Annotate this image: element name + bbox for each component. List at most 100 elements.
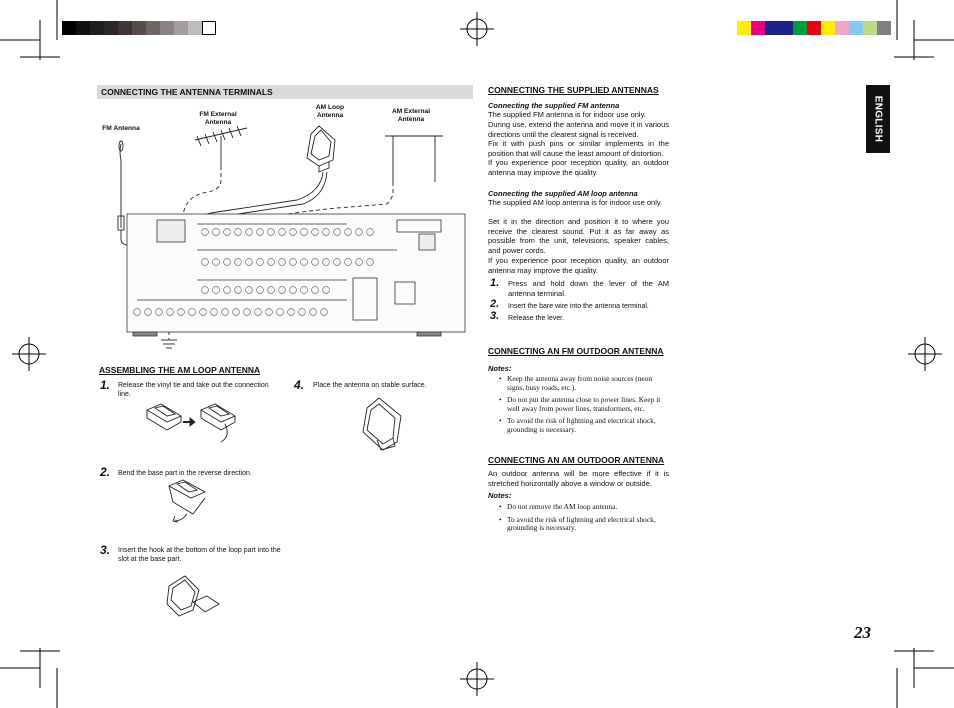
fm-note-2: Do not put the antenna close to power li… — [498, 395, 670, 413]
jack-terminal — [212, 286, 220, 294]
fm-supplied-subtitle: Connecting the supplied FM antenna — [488, 101, 620, 110]
jack-terminal — [276, 308, 284, 316]
am-outdoor-title: CONNECTING AN AM OUTDOOR ANTENNA — [488, 455, 665, 465]
gray-swatch — [62, 21, 76, 35]
language-tab: ENGLISH — [866, 85, 890, 153]
jack-terminal — [223, 228, 231, 236]
jack-terminal — [311, 286, 319, 294]
jack-terminal — [256, 286, 264, 294]
jack-terminal — [223, 286, 231, 294]
jack-terminal — [289, 228, 297, 236]
page-number: 23 — [854, 623, 871, 642]
step-3-number: 3. — [100, 543, 111, 557]
jack-terminal — [355, 228, 363, 236]
jack-terminal — [366, 228, 374, 236]
gray-swatch — [90, 21, 104, 35]
jack-terminal — [243, 308, 251, 316]
jack-terminal — [320, 308, 328, 316]
jack-terminal — [256, 258, 264, 266]
jack-terminal — [223, 258, 231, 266]
jack-terminal — [201, 228, 209, 236]
step-2-number: 2. — [100, 465, 111, 479]
jack-terminal — [133, 308, 141, 316]
jack-terminal — [344, 258, 352, 266]
jack-terminal — [309, 308, 317, 316]
fm-line-2: During use, extend the antenna and move … — [488, 120, 669, 139]
gray-swatch — [104, 21, 118, 35]
am-step-3-number: 3. — [490, 310, 500, 322]
jack-terminal — [322, 228, 330, 236]
fm-note-1: Keep the antenna away from noise sources… — [498, 374, 670, 392]
section-title-antenna-terminals: CONNECTING THE ANTENNA TERMINALS — [97, 85, 473, 99]
am-step-3-text: Release the lever. — [508, 315, 565, 322]
step-3-illustration — [166, 575, 220, 617]
language-tab-label: ENGLISH — [872, 95, 884, 143]
am-line-1: The supplied AM loop antenna is for indo… — [488, 198, 663, 207]
fm-note-3: To avoid the risk of lightning and elect… — [498, 417, 670, 434]
label-am-external: AM External Antenna — [391, 108, 431, 123]
fm-notes-list: Keep the antenna away from noise sources… — [498, 374, 670, 439]
jack-terminal — [254, 308, 262, 316]
color-swatch — [765, 21, 779, 35]
jack-terminal — [234, 228, 242, 236]
jack-terminal — [300, 228, 308, 236]
jack-terminal — [199, 308, 207, 316]
label-fm-antenna: FM Antenna — [102, 125, 140, 132]
jack-terminal — [245, 286, 253, 294]
step-1-illustration-after — [200, 403, 236, 443]
jack-terminal — [166, 308, 174, 316]
jack-terminal — [221, 308, 229, 316]
jack-terminal — [267, 286, 275, 294]
am-loop-antenna-icon — [306, 125, 336, 173]
color-swatch — [779, 21, 793, 35]
jack-terminal — [232, 308, 240, 316]
step-4-number: 4. — [294, 378, 305, 392]
am-line-2: Set it in the direction and position it … — [488, 217, 669, 255]
color-swatch — [751, 21, 765, 35]
step-4-illustration — [362, 397, 402, 451]
jack-terminal — [344, 228, 352, 236]
fm-external-antenna-icon — [194, 125, 248, 166]
step-2-illustration — [167, 479, 207, 523]
supplied-antennas-title: CONNECTING THE SUPPLIED ANTENNAS — [488, 85, 659, 95]
jack-terminal — [144, 308, 152, 316]
gray-swatch — [76, 21, 90, 35]
jack-terminal — [322, 286, 330, 294]
step-illustrations — [146, 397, 402, 617]
fm-line-3: Fix it with push pins or similar impleme… — [488, 139, 669, 158]
gray-swatch — [202, 21, 216, 35]
am-step-2-text: Insert the bare wire into the antenna te… — [508, 303, 649, 310]
jack-terminal — [201, 286, 209, 294]
jack-terminal — [333, 228, 341, 236]
am-outdoor-text: An outdoor antenna will be more effectiv… — [488, 469, 669, 488]
color-swatch — [863, 21, 877, 35]
label-fm-external: FM External Antenna — [199, 111, 237, 126]
jack-terminal — [287, 308, 295, 316]
jack-terminal — [355, 258, 363, 266]
jack-terminal — [300, 258, 308, 266]
gray-swatch — [118, 21, 132, 35]
am-supplied-subtitle: Connecting the supplied AM loop antenna — [488, 189, 638, 198]
jack-terminal — [210, 308, 218, 316]
jack-terminal — [188, 308, 196, 316]
am-notes-list: Do not remove the AM loop antenna. To av… — [498, 502, 670, 537]
fm-outdoor-title: CONNECTING AN FM OUTDOOR ANTENNA — [488, 346, 664, 356]
receiver-rear-panel — [126, 213, 466, 337]
am-note-1: Do not remove the AM loop antenna. — [498, 502, 670, 512]
jack-terminal — [245, 228, 253, 236]
jack-terminal — [278, 228, 286, 236]
gray-swatch — [174, 21, 188, 35]
fm-notes-label: Notes: — [488, 364, 512, 373]
assembling-title: ASSEMBLING THE AM LOOP ANTENNA — [99, 365, 261, 375]
color-swatch — [835, 21, 849, 35]
jack-terminal — [267, 228, 275, 236]
label-am-loop: AM Loop Antenna — [315, 104, 345, 119]
step-1-illustration-before — [146, 403, 182, 431]
gray-swatch — [188, 21, 202, 35]
jack-terminal — [311, 228, 319, 236]
color-swatch — [793, 21, 807, 35]
jack-terminal — [366, 258, 374, 266]
rear-panel-jacks — [133, 228, 374, 316]
am-step-2-number: 2. — [490, 298, 500, 310]
